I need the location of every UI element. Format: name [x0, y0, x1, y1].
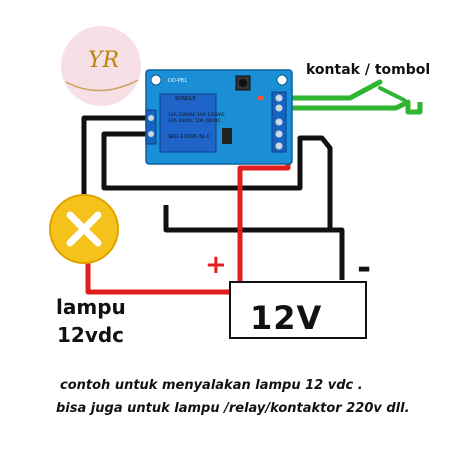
caption-line-2: bisa juga untuk lampu /relay/kontaktor 2…: [56, 401, 410, 416]
positive-wire: [85, 146, 291, 295]
battery-box: [229, 281, 367, 339]
mounting-hole: [276, 74, 288, 86]
lamp-cross: [66, 211, 102, 247]
capacitor: [222, 128, 232, 144]
terminal-screw: [275, 104, 283, 112]
switch-wire: [269, 79, 383, 101]
terminal-screw: [275, 142, 283, 150]
switch-wire: [272, 99, 423, 115]
logo-text: YR: [88, 48, 120, 73]
lamp-name-label: lampu: [56, 295, 126, 319]
positive-sign: +: [205, 250, 227, 280]
ground-wire: [81, 115, 150, 205]
lamp-voltage-label: 12vdc: [57, 323, 125, 347]
logo-swirl: [65, 79, 139, 92]
ground-wire: [330, 227, 345, 280]
relay-rating-label: 10A 250VAC 10A 125VAC 10A 30VDC 10A 28VD…: [168, 113, 225, 124]
negative-sign: -: [357, 248, 372, 288]
switch-contact: [378, 86, 406, 102]
switch-label: kontak / tombol: [306, 62, 431, 78]
mounting-hole: [150, 74, 162, 86]
board-code-label: DD-PB1: [168, 78, 188, 84]
push-button-cap: [239, 79, 247, 87]
logo-badge: [61, 26, 141, 106]
terminal-screw: [275, 130, 283, 138]
terminal-screw: [148, 131, 154, 137]
led: [258, 96, 264, 100]
relay-brand-label: SONGLE: [175, 96, 196, 102]
relay-model-label: SRD-12VDC-SL-C: [168, 134, 211, 140]
ground-wire: [101, 131, 333, 233]
battery-voltage-label: 12V: [250, 299, 323, 337]
terminal-block-left: [145, 109, 157, 145]
relay-body: [159, 93, 217, 153]
caption-line-1: contoh untuk menyalakan lampu 12 vdc .: [60, 378, 363, 393]
terminal-screw: [275, 118, 283, 126]
terminal-screw: [275, 94, 283, 102]
terminal-screw: [148, 115, 154, 121]
